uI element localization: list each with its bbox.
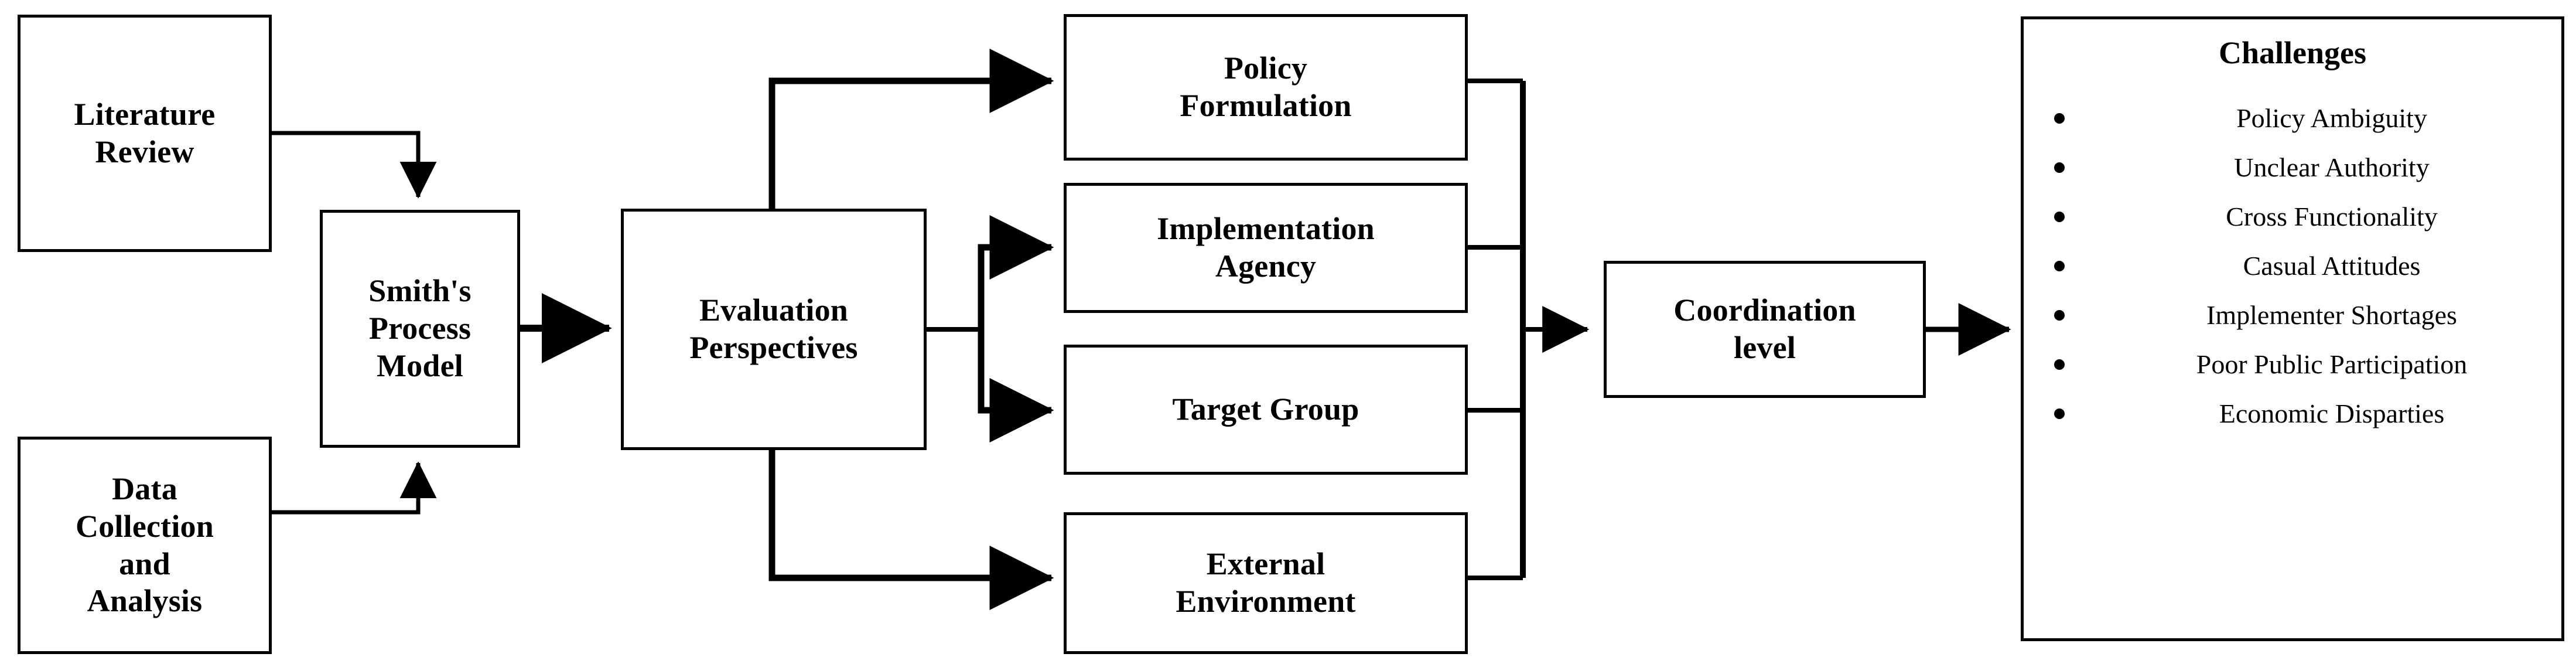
node-external-environment-label: External Environment: [1176, 546, 1356, 619]
node-evaluation-perspectives[interactable]: Evaluation Perspectives: [621, 209, 927, 450]
node-smiths-process-model-label: Smith's Process Model: [368, 273, 472, 383]
connector-evaluation-to-policy-formulation: [768, 49, 1054, 253]
challenges-list: Policy Ambiguity Unclear Authority Cross…: [2024, 94, 2561, 438]
node-external-environment[interactable]: External Environment: [1064, 512, 1468, 654]
node-evaluation-perspectives-label: Evaluation Perspectives: [689, 292, 858, 365]
list-item[interactable]: Policy Ambiguity: [2024, 94, 2561, 143]
node-data-collection-and-analysis[interactable]: Data Collection and Analysis: [18, 437, 272, 654]
bullet-icon: [2054, 261, 2065, 272]
connector-literature-to-smith: [271, 131, 437, 199]
challenges-title: Challenges: [2218, 35, 2367, 70]
bullet-icon: [2054, 162, 2065, 173]
node-coordination-level[interactable]: Coordination level: [1604, 261, 1926, 398]
challenge-label: Poor Public Participation: [2196, 349, 2468, 380]
challenge-label: Casual Attitudes: [2243, 251, 2421, 281]
connector-evaluation-split: [925, 215, 1054, 442]
challenge-label: Policy Ambiguity: [2236, 103, 2427, 134]
node-policy-formulation-label: Policy Formulation: [1180, 50, 1352, 123]
node-challenges-panel[interactable]: Challenges Policy Ambiguity Unclear Auth…: [2021, 16, 2564, 641]
node-literature-review-label: Literature Review: [74, 96, 216, 169]
node-smiths-process-model[interactable]: Smith's Process Model: [320, 210, 520, 448]
node-implementation-agency[interactable]: Implementation Agency: [1064, 183, 1468, 313]
challenge-label: Implementer Shortages: [2206, 300, 2457, 331]
bullet-icon: [2054, 409, 2065, 420]
node-data-collection-and-analysis-label: Data Collection and Analysis: [76, 471, 214, 619]
list-item[interactable]: Poor Public Participation: [2024, 340, 2561, 389]
list-item[interactable]: Economic Disparties: [2024, 389, 2561, 438]
challenge-label: Unclear Authority: [2234, 152, 2430, 183]
list-item[interactable]: Casual Attitudes: [2024, 241, 2561, 291]
node-target-group-label: Target Group: [1172, 392, 1359, 427]
node-implementation-agency-label: Implementation Agency: [1157, 211, 1375, 284]
list-item[interactable]: Implementer Shortages: [2024, 291, 2561, 340]
challenge-label: Economic Disparties: [2219, 399, 2445, 429]
connector-evaluation-to-external-environment: [768, 404, 1054, 610]
challenge-label: Cross Functionality: [2226, 202, 2438, 232]
bullet-icon: [2054, 310, 2065, 321]
connector-data-to-smith: [271, 461, 437, 515]
bullet-icon: [2054, 359, 2065, 370]
bullet-icon: [2054, 212, 2065, 223]
list-item[interactable]: Cross Functionality: [2024, 192, 2561, 241]
node-coordination-level-label: Coordination level: [1673, 292, 1856, 365]
list-item[interactable]: Unclear Authority: [2024, 143, 2561, 192]
connector-perspectives-to-coordination: [1467, 79, 1590, 580]
node-target-group[interactable]: Target Group: [1064, 345, 1468, 475]
node-policy-formulation[interactable]: Policy Formulation: [1064, 14, 1468, 161]
node-literature-review[interactable]: Literature Review: [18, 15, 272, 252]
bullet-icon: [2054, 113, 2065, 124]
